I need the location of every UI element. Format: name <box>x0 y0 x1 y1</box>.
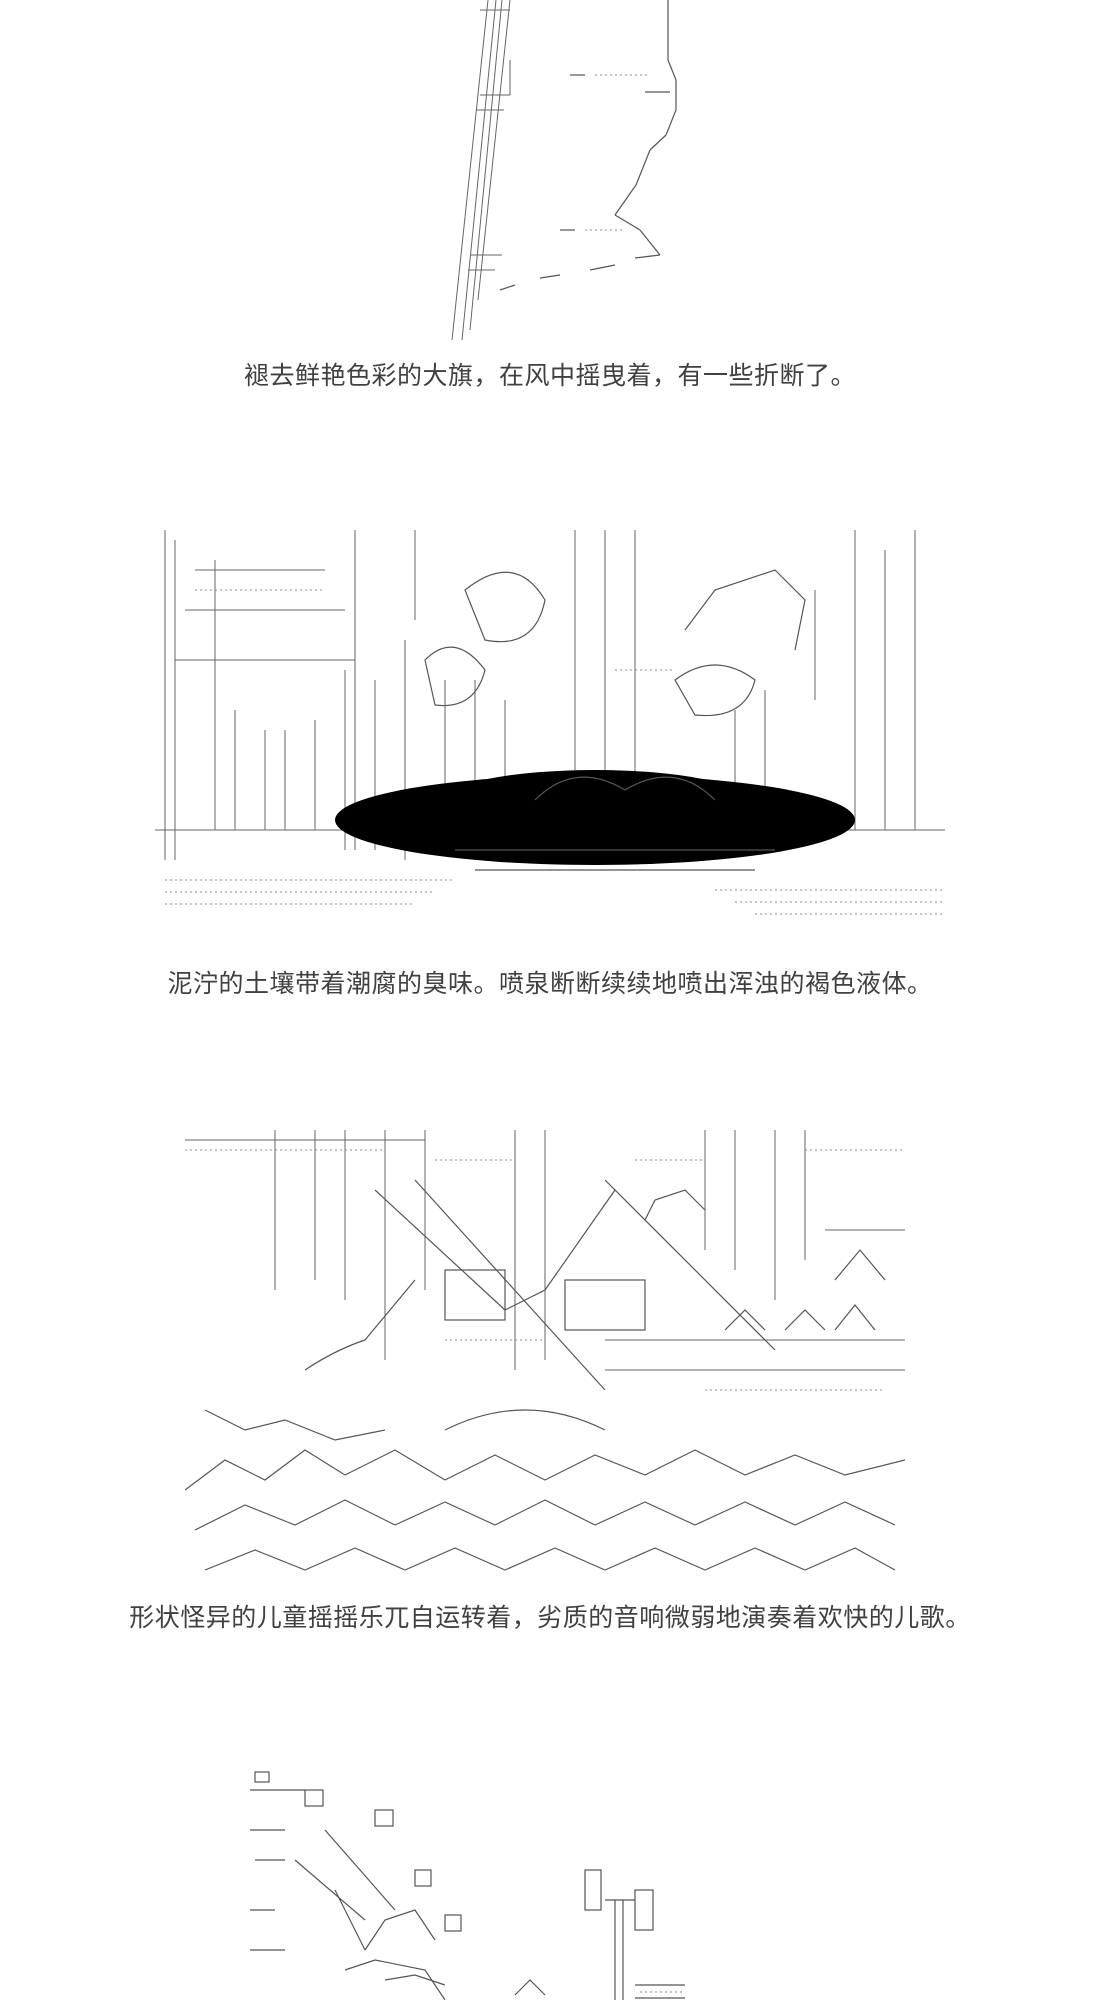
caption-3: 形状怪异的儿童摇摇乐兀自运转着，劣质的音响微弱地演奏着欢快的儿歌。 <box>129 1603 971 1632</box>
ascii-art-fountain-panel <box>155 530 945 915</box>
ascii-art-figure-lamp-panel <box>250 1771 685 2000</box>
ascii-art-flag-panel <box>451 0 677 340</box>
ascii-art-rocker-panel <box>185 1130 905 1571</box>
caption-2: 泥泞的土壤带着潮腐的臭味。喷泉断断续续地喷出浑浊的褐色液体。 <box>167 969 933 998</box>
caption-1: 褪去鲜艳色彩的大旗，在风中摇曳着，有一些折断了。 <box>243 361 856 390</box>
